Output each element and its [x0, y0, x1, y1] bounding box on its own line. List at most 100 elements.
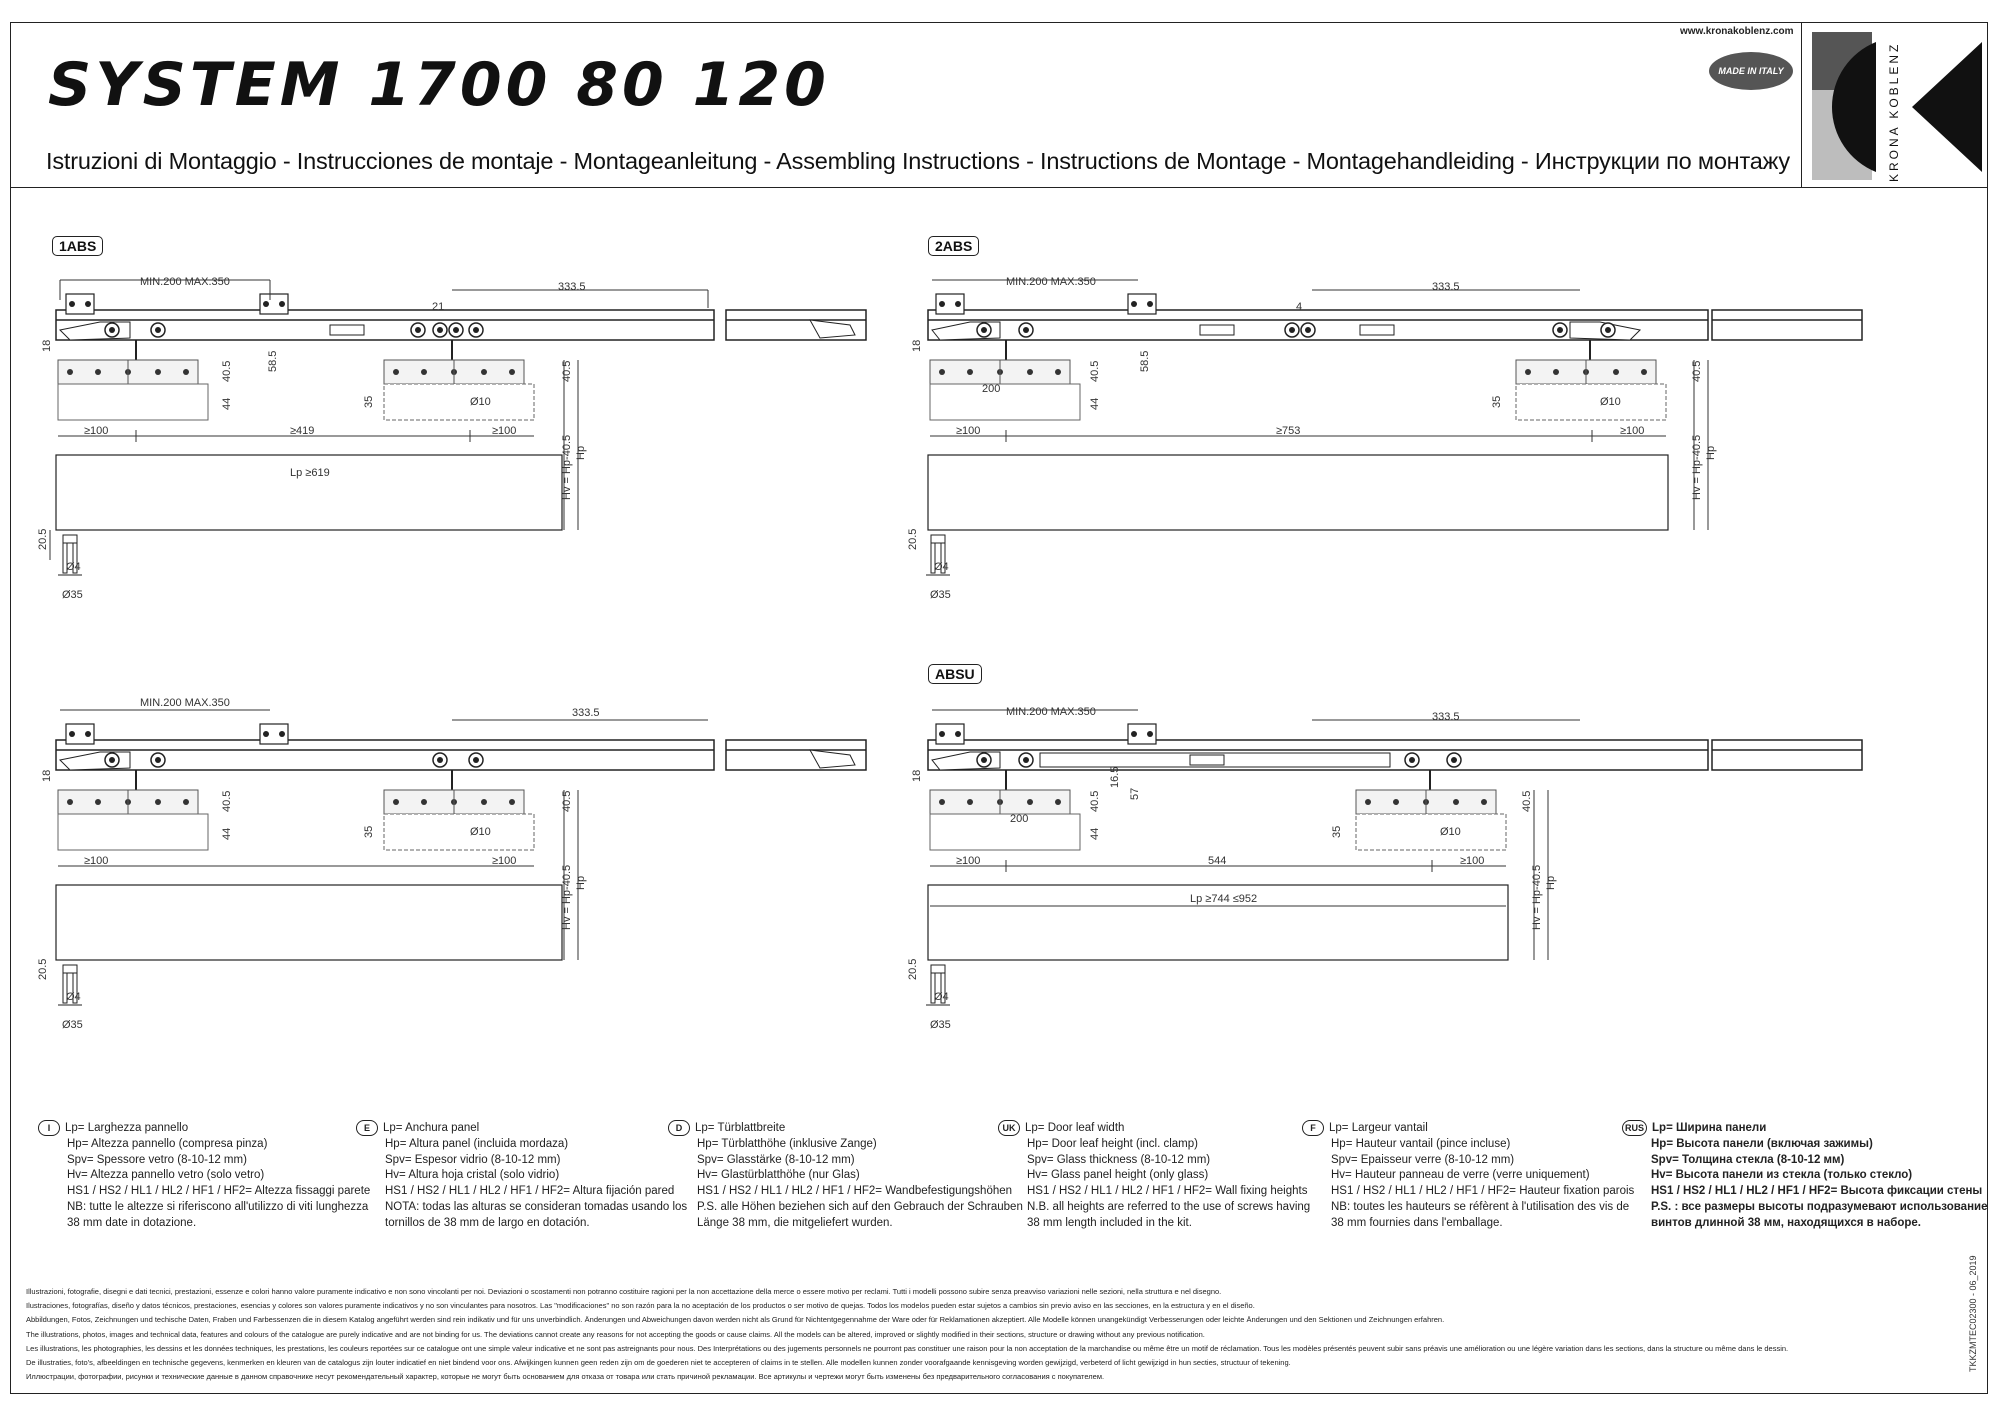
svg-text:Hv = Hp-40.5: Hv = Hp-40.5 — [1531, 865, 1543, 930]
svg-text:40.5: 40.5 — [1089, 361, 1101, 382]
svg-text:≥753: ≥753 — [1276, 425, 1300, 437]
svg-text:Ø4: Ø4 — [934, 561, 949, 573]
disclaimer-fr: Les illustrations, les photographies, le… — [26, 1343, 1789, 1353]
sheet-frame — [10, 22, 1988, 1394]
svg-text:MIN.200 MAX.350: MIN.200 MAX.350 — [1006, 706, 1096, 718]
website-link[interactable]: www.kronakoblenz.com — [1680, 26, 1794, 37]
diagram-absu: MIN.200 MAX.350 333.5 18 16.5 57 40.5 44… — [907, 706, 1863, 1031]
disclaimer-en: The illustrations, photos, images and te… — [26, 1329, 1205, 1339]
svg-text:20.5: 20.5 — [37, 529, 49, 550]
page-title: SYSTEM 1700 80 120 — [48, 50, 830, 120]
svg-text:18: 18 — [911, 770, 923, 782]
svg-text:≥419: ≥419 — [290, 425, 314, 437]
svg-text:35: 35 — [363, 826, 375, 838]
page-subtitle: Istruzioni di Montaggio - Instrucciones … — [46, 148, 1790, 174]
svg-text:18: 18 — [911, 340, 923, 352]
svg-text:≥100: ≥100 — [84, 855, 108, 867]
svg-text:Ø10: Ø10 — [470, 826, 491, 838]
made-in-italy-badge: MADE IN ITALY — [1709, 52, 1793, 90]
svg-text:200: 200 — [982, 383, 1000, 395]
svg-text:20.5: 20.5 — [907, 529, 919, 550]
svg-text:58.5: 58.5 — [267, 351, 279, 372]
svg-text:40.5: 40.5 — [561, 361, 573, 382]
svg-text:20.5: 20.5 — [907, 959, 919, 980]
variant-label-1abs: 1ABS — [52, 236, 104, 256]
lang-badge-ru: RUS — [1622, 1120, 1648, 1136]
variant-label-absu: ABSU — [928, 664, 982, 684]
svg-text:333.5: 333.5 — [1432, 281, 1460, 293]
disclaimer-nl: De illustraties, foto's, afbeeldingen en… — [26, 1358, 1291, 1368]
svg-text:Hp: Hp — [575, 876, 587, 890]
svg-text:Ø35: Ø35 — [62, 1019, 83, 1031]
svg-text:18: 18 — [41, 770, 53, 782]
svg-text:Hv = Hp-40.5: Hv = Hp-40.5 — [561, 435, 573, 500]
disclaimer-ru: Иллюстрации, фотографии, рисунки и техни… — [26, 1372, 1105, 1382]
svg-text:40.5: 40.5 — [1089, 791, 1101, 812]
svg-text:Hp: Hp — [575, 446, 587, 460]
svg-text:Lp ≥744 ≤952: Lp ≥744 ≤952 — [1190, 893, 1257, 905]
svg-text:4: 4 — [1296, 301, 1302, 313]
svg-text:44: 44 — [1089, 828, 1101, 840]
disclaimer-es: Ilustraciones, fotografías, diseño y dat… — [26, 1301, 1255, 1311]
svg-text:≥100: ≥100 — [956, 855, 980, 867]
svg-text:≥100: ≥100 — [1460, 855, 1484, 867]
svg-text:44: 44 — [221, 828, 233, 840]
disclaimer-de: Abbildungen, Fotos, Zeichnungen und tech… — [26, 1315, 1445, 1325]
lang-badge-de: D — [668, 1120, 690, 1136]
svg-text:Ø4: Ø4 — [934, 991, 949, 1003]
svg-text:MIN.200 MAX.350: MIN.200 MAX.350 — [140, 697, 230, 709]
disclaimer-it: Illustrazioni, fotografie, disegni e dat… — [26, 1287, 1222, 1296]
brand-logo: KRONA KOBLENZ — [1801, 22, 1989, 187]
diagram-3: MIN.200 MAX.350 333.5 18 40.5 44 40.5 35… — [37, 697, 867, 1031]
svg-text:40.5: 40.5 — [221, 791, 233, 812]
svg-text:333.5: 333.5 — [1432, 711, 1460, 723]
document-code: TKKZMTEC02300 - 06_2019 — [1968, 1255, 1978, 1372]
svg-text:Ø4: Ø4 — [66, 991, 81, 1003]
svg-text:Ø35: Ø35 — [930, 589, 951, 601]
svg-text:Ø10: Ø10 — [1600, 396, 1621, 408]
svg-text:44: 44 — [221, 398, 233, 410]
svg-text:Hv = Hp-40.5: Hv = Hp-40.5 — [561, 865, 573, 930]
svg-text:57: 57 — [1129, 788, 1141, 800]
diagram-2abs: MIN.200 MAX.350 333.5 4 18 58.5 40.5 44 … — [907, 276, 1863, 601]
svg-text:Hp: Hp — [1705, 446, 1717, 460]
svg-text:35: 35 — [1491, 396, 1503, 408]
svg-text:333.5: 333.5 — [558, 281, 586, 293]
disclaimer-block: Illustrazioni, fotografie, disegni e dat… — [26, 1285, 1936, 1384]
svg-text:≥100: ≥100 — [492, 855, 516, 867]
svg-text:35: 35 — [1331, 826, 1343, 838]
svg-text:58.5: 58.5 — [1139, 351, 1151, 372]
svg-text:40.5: 40.5 — [561, 791, 573, 812]
lang-badge-it: I — [38, 1120, 60, 1136]
krona-koblenz-logo-icon: KRONA KOBLENZ — [1812, 32, 1982, 182]
svg-text:544: 544 — [1208, 855, 1226, 867]
svg-text:18: 18 — [41, 340, 53, 352]
lang-badge-uk: UK — [998, 1120, 1020, 1136]
svg-text:≥100: ≥100 — [492, 425, 516, 437]
svg-text:40.5: 40.5 — [1521, 791, 1533, 812]
technical-drawings: MIN.200 MAX.350 333.5 21 18 58.5 40.5 44… — [37, 276, 1863, 1031]
svg-text:40.5: 40.5 — [221, 361, 233, 382]
svg-text:Lp ≥619: Lp ≥619 — [290, 467, 330, 479]
svg-text:21: 21 — [432, 301, 444, 313]
svg-text:≥100: ≥100 — [1620, 425, 1644, 437]
svg-text:Hv = Hp-40.5: Hv = Hp-40.5 — [1691, 435, 1703, 500]
svg-text:Hp: Hp — [1545, 876, 1557, 890]
svg-text:Ø35: Ø35 — [930, 1019, 951, 1031]
diagram-1abs: MIN.200 MAX.350 333.5 21 18 58.5 40.5 44… — [37, 276, 867, 601]
svg-text:Ø10: Ø10 — [470, 396, 491, 408]
brand-name: KRONA KOBLENZ — [1887, 42, 1901, 182]
svg-text:333.5: 333.5 — [572, 707, 600, 719]
svg-text:16.5: 16.5 — [1109, 767, 1121, 788]
svg-text:35: 35 — [363, 396, 375, 408]
svg-text:200: 200 — [1010, 813, 1028, 825]
lang-badge-fr: F — [1302, 1120, 1324, 1136]
svg-text:MIN.200 MAX.350: MIN.200 MAX.350 — [140, 276, 230, 288]
lang-badge-es: E — [356, 1120, 378, 1136]
